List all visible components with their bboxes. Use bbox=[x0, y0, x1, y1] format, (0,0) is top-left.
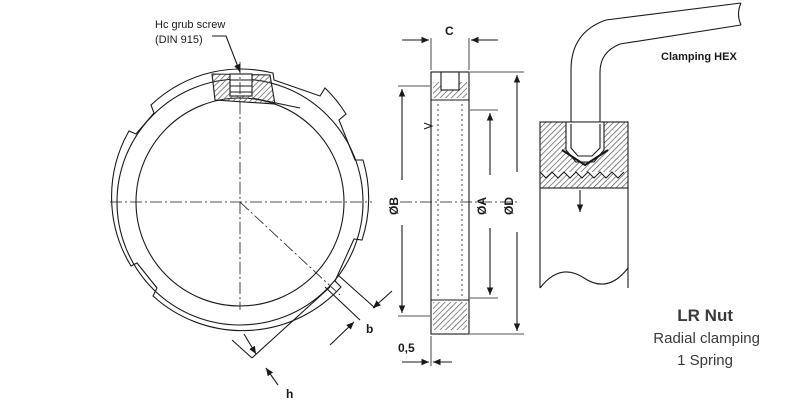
grub-screw-leader bbox=[212, 35, 241, 73]
nut-body bbox=[430, 71, 470, 335]
product-name: LR Nut bbox=[677, 306, 733, 325]
product-description-line2: 1 Spring bbox=[677, 352, 733, 369]
shaft-break bbox=[539, 267, 629, 289]
grub-screw bbox=[229, 73, 253, 97]
dim-b-diameter-label: ØB bbox=[387, 197, 401, 215]
dim-d-diameter-label: ØD bbox=[502, 197, 516, 215]
detail-thread bbox=[539, 171, 625, 179]
thread-section-bottom bbox=[433, 302, 467, 330]
dim-h-label: h bbox=[286, 387, 293, 401]
dim-c-label: C bbox=[445, 24, 454, 38]
hex-socket bbox=[565, 121, 605, 163]
side-view bbox=[398, 36, 524, 366]
grub-screw-standard-label: (DIN 915) bbox=[155, 34, 203, 46]
clamping-hex-label: Clamping HEX bbox=[661, 51, 737, 63]
dim-offset-label: 0,5 bbox=[398, 341, 415, 355]
dim-a-diameter-label: ØA bbox=[475, 197, 489, 215]
front-view bbox=[110, 35, 393, 386]
hex-key bbox=[570, 2, 742, 125]
detail-view bbox=[539, 2, 742, 289]
dim-b-label: b bbox=[366, 322, 373, 336]
spring bbox=[561, 149, 609, 167]
product-description-line1: Radial clamping bbox=[653, 330, 760, 347]
outer-ring-outline bbox=[111, 68, 370, 332]
grub-screw-label: Hc grub screw bbox=[155, 19, 225, 31]
grub-screw-side bbox=[440, 71, 460, 91]
centre-line-diagonal bbox=[239, 201, 341, 296]
